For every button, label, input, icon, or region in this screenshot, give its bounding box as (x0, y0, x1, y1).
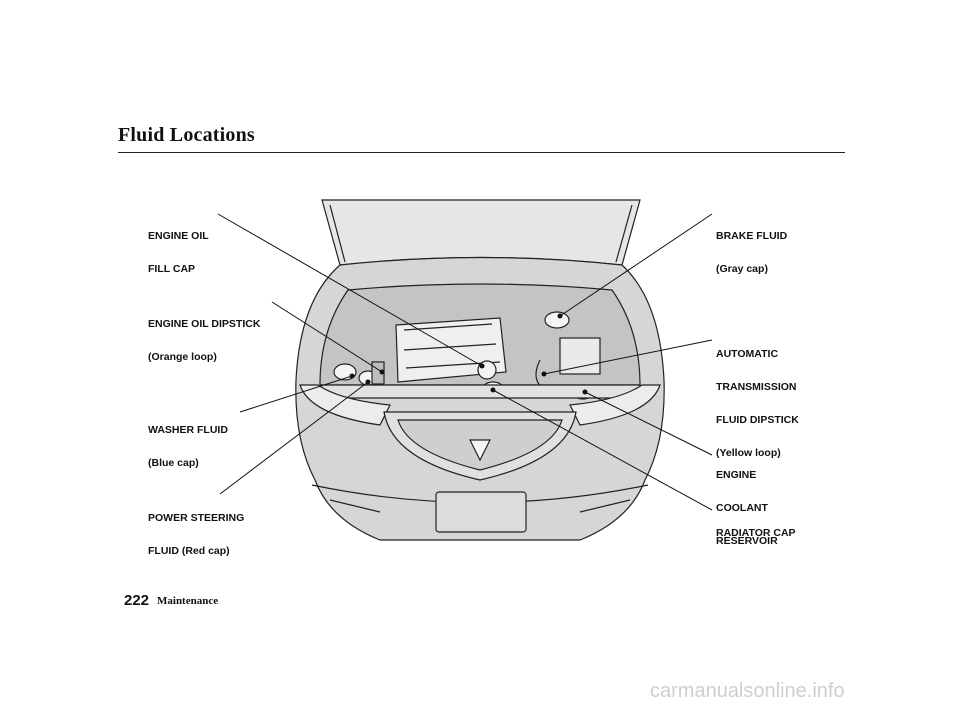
page-title: Fluid Locations (118, 124, 255, 146)
radiator-cap-label: RADIATOR CAP (716, 527, 796, 539)
engine-oil-dipstick-label: ENGINE OIL DIPSTICK (Orange loop) (148, 318, 261, 363)
section-name: Maintenance (157, 595, 219, 607)
atf-dipstick-label: AUTOMATIC TRANSMISSION FLUID DIPSTICK (Y… (716, 348, 799, 459)
power-steering-fluid-label: POWER STEERING FLUID (Red cap) (148, 512, 245, 557)
brake-fluid-label: BRAKE FLUID (Gray cap) (716, 230, 788, 275)
watermark: carmanualsonline.info (650, 680, 845, 702)
engine-oil-fill-cap-label: ENGINE OIL FILL CAP (148, 230, 209, 275)
title-divider (118, 152, 845, 153)
page-number: 222 (124, 592, 150, 609)
washer-fluid-label: WASHER FLUID (Blue cap) (148, 424, 228, 469)
engine-coolant-reservoir-label: ENGINE COOLANT RESERVOIR (716, 469, 778, 547)
